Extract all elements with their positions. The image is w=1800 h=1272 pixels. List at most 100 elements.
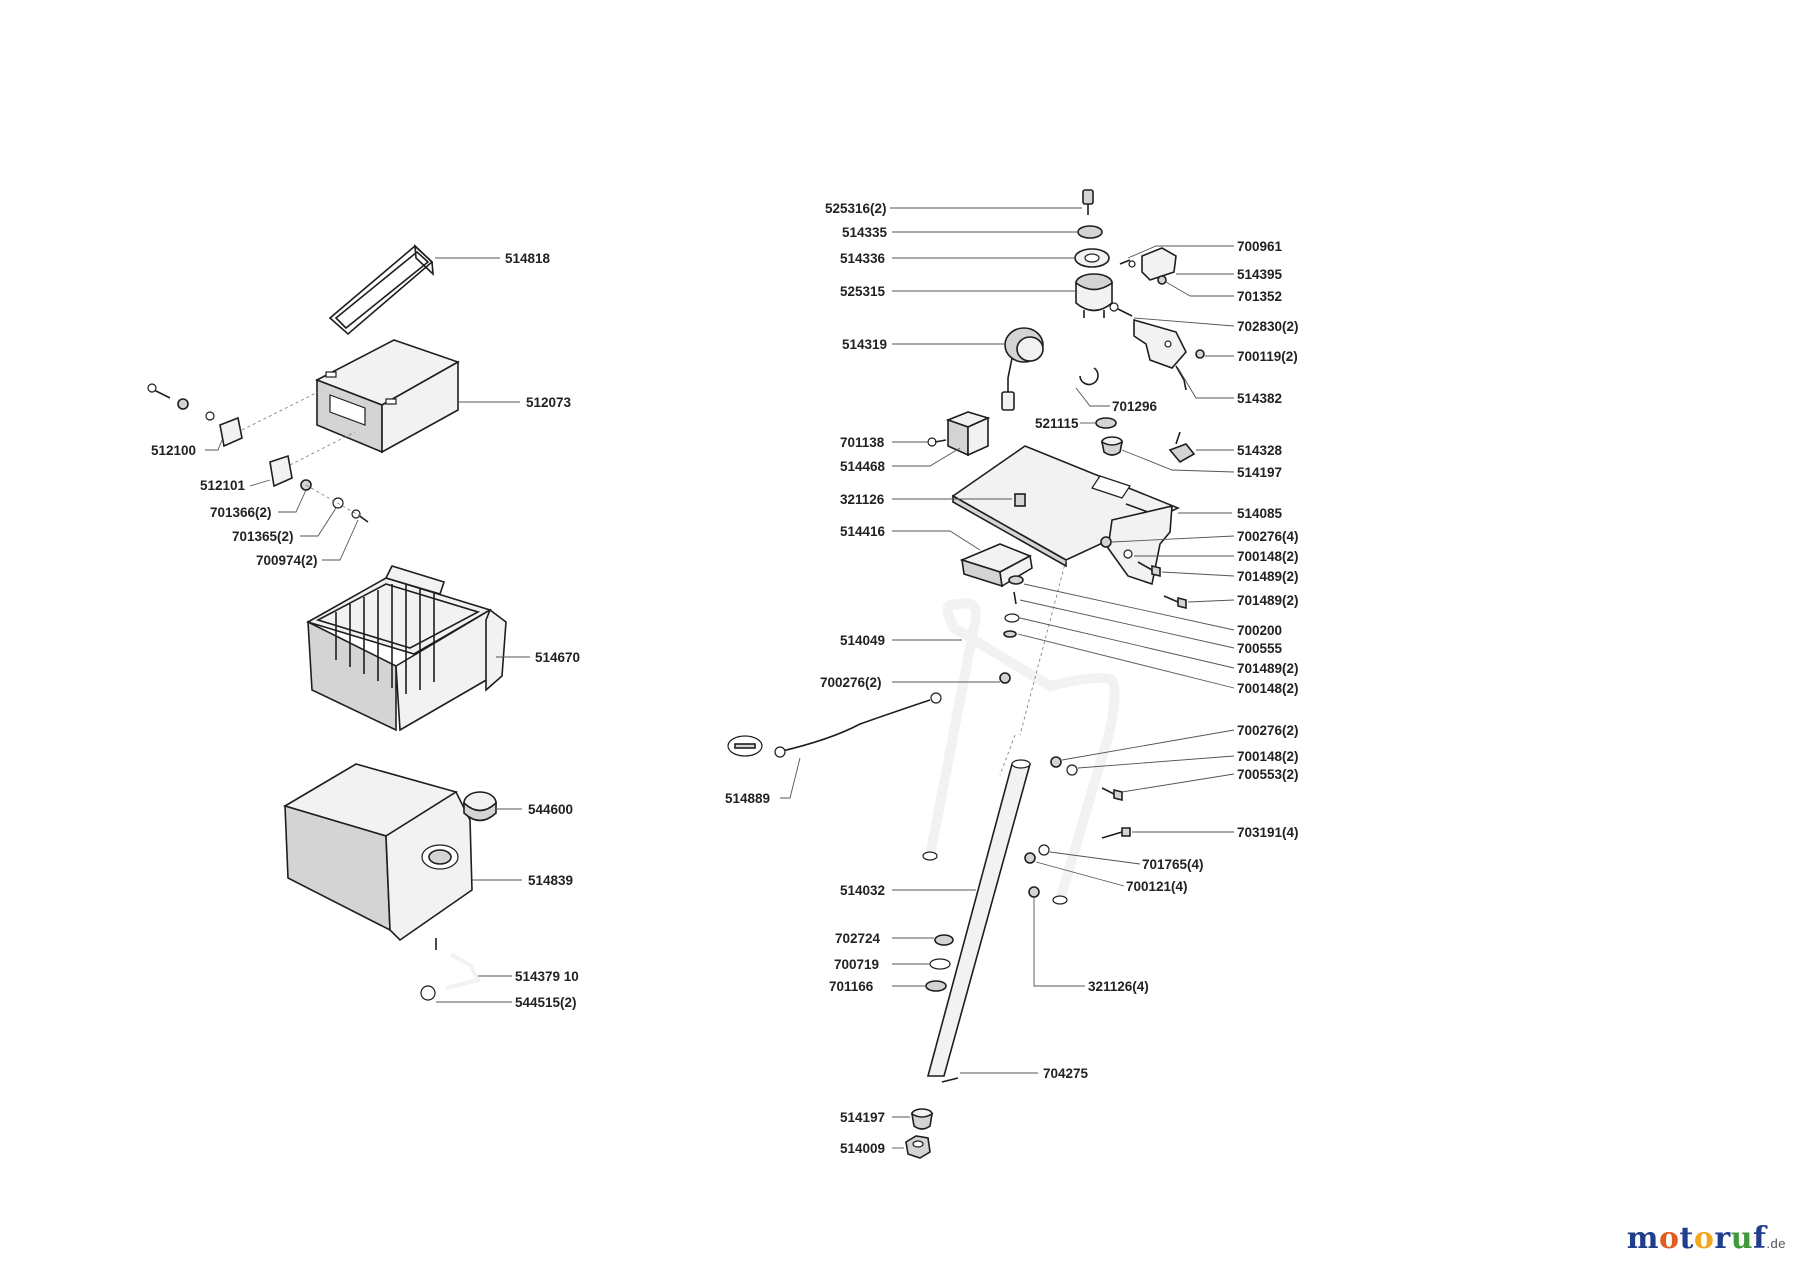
part-701489-screw-c	[1013, 591, 1017, 605]
label-701489c: 701489(2)	[1237, 661, 1299, 676]
part-701489-bolt-a	[1137, 561, 1161, 578]
label-700148b: 700148(2)	[1237, 681, 1299, 696]
part-525315-ignition-switch	[1075, 273, 1113, 318]
logo-letter-2: t	[1679, 1221, 1694, 1256]
part-701138-screw	[927, 437, 947, 447]
label-512100: 512100	[151, 443, 196, 458]
part-514328-microswitch	[1168, 431, 1196, 464]
label-514049: 514049	[840, 633, 885, 648]
label-702724: 702724	[835, 931, 881, 946]
label-701138: 701138	[840, 435, 885, 450]
label-525316: 525316(2)	[825, 201, 887, 216]
label-544515: 544515(2)	[515, 995, 577, 1010]
label-703191: 703191(4)	[1237, 825, 1299, 840]
part-702830-bolt	[1109, 302, 1133, 317]
label-514328: 514328	[1237, 443, 1283, 458]
logo-letter-3: o	[1693, 1221, 1715, 1256]
label-514395: 514395	[1237, 267, 1283, 282]
part-700276-nut-side	[1050, 756, 1062, 768]
part-512073-battery	[315, 339, 460, 454]
label-321126b: 321126(4)	[1088, 979, 1149, 994]
label-514032: 514032	[840, 883, 885, 898]
part-700148-washer-b	[1003, 630, 1017, 638]
part-700553-bolt	[1101, 787, 1123, 802]
label-700555: 700555	[1237, 641, 1283, 656]
label-700148c: 700148(2)	[1237, 749, 1299, 764]
label-544600: 544600	[528, 802, 573, 817]
label-700961: 700961	[1237, 239, 1283, 254]
label-701765: 701765(4)	[1142, 857, 1204, 872]
label-525315: 525315	[840, 284, 886, 299]
label-701352: 701352	[1237, 289, 1282, 304]
part-700121-nut	[1024, 852, 1036, 864]
label-514085: 514085	[1237, 506, 1283, 521]
label-700148a: 700148(2)	[1237, 549, 1299, 564]
part-700200-washer	[1008, 575, 1024, 585]
logo-letter-5: u	[1730, 1221, 1754, 1256]
part-700148-washer-c	[1066, 764, 1078, 776]
logo-letter-6: f	[1753, 1221, 1767, 1256]
label-701489a: 701489(2)	[1237, 569, 1299, 584]
label-514379: 514379 10	[515, 969, 579, 984]
part-321126-clip	[1028, 886, 1040, 898]
part-700276-nut-4	[1100, 536, 1112, 548]
part-514818-battery-strap	[328, 243, 434, 336]
part-514382-bracket	[1133, 318, 1187, 391]
logo-letter-1: o	[1659, 1221, 1680, 1256]
label-512101: 512101	[200, 478, 246, 493]
label-701366: 701366(2)	[210, 505, 272, 520]
label-514336: 514336	[840, 251, 886, 266]
part-514468-relay	[945, 411, 991, 457]
label-704275: 704275	[1043, 1066, 1089, 1081]
part-514197-bushing-lower	[910, 1108, 934, 1130]
logo-letter-0: m	[1626, 1221, 1659, 1256]
label-514468: 514468	[840, 459, 886, 474]
part-514416-bracket	[959, 543, 1033, 588]
part-514009-knob	[905, 1135, 931, 1159]
label-514382: 514382	[1237, 391, 1282, 406]
part-701489-bolt-b	[1163, 595, 1187, 610]
label-700553: 700553(2)	[1237, 767, 1299, 782]
label-514818: 514818	[505, 251, 551, 266]
part-700148-washer-a	[1123, 549, 1133, 559]
label-700974: 700974(2)	[256, 553, 318, 568]
label-514670: 514670	[535, 650, 580, 665]
part-514379-hose	[420, 953, 481, 1001]
part-514889-ground-cable	[727, 692, 942, 758]
logo-suffix: .de	[1766, 1236, 1786, 1251]
label-514197b: 514197	[840, 1110, 885, 1125]
label-700121: 700121(4)	[1126, 879, 1188, 894]
part-514032-shaft	[926, 759, 1032, 1077]
part-525316-key	[1082, 189, 1094, 215]
part-514049-handle-frame	[922, 598, 1120, 905]
part-514335-nut	[1077, 225, 1103, 239]
part-514839-tank	[283, 763, 473, 950]
label-514416: 514416	[840, 524, 886, 539]
part-700719-washer	[929, 958, 951, 970]
label-701489b: 701489(2)	[1237, 593, 1299, 608]
label-700276c: 700276(2)	[1237, 723, 1299, 738]
part-700119-nut	[1195, 349, 1205, 359]
part-514319-buzzer	[1001, 327, 1044, 411]
label-514009: 514009	[840, 1141, 885, 1156]
part-512100-clamp	[147, 383, 243, 448]
part-514197-bushing-upper	[1100, 436, 1124, 456]
label-321126: 321126	[840, 492, 885, 507]
part-521115-washer	[1095, 417, 1117, 429]
label-700276b: 700276(2)	[820, 675, 882, 690]
label-701166: 701166	[829, 979, 874, 994]
label-700719: 700719	[834, 957, 879, 972]
label-701296: 701296	[1112, 399, 1158, 414]
part-514670-battery-tray	[305, 565, 507, 732]
part-703191-bolt	[1101, 827, 1131, 839]
part-514336-ring	[1074, 248, 1110, 268]
label-700276a: 700276(4)	[1237, 529, 1299, 544]
label-514889: 514889	[725, 791, 770, 806]
logo-letter-4: r	[1714, 1221, 1731, 1256]
part-514395-cover	[1119, 247, 1177, 285]
label-514319: 514319	[842, 337, 887, 352]
label-514839: 514839	[528, 873, 573, 888]
label-700200: 700200	[1237, 623, 1282, 638]
part-512101-clamp	[269, 454, 369, 523]
